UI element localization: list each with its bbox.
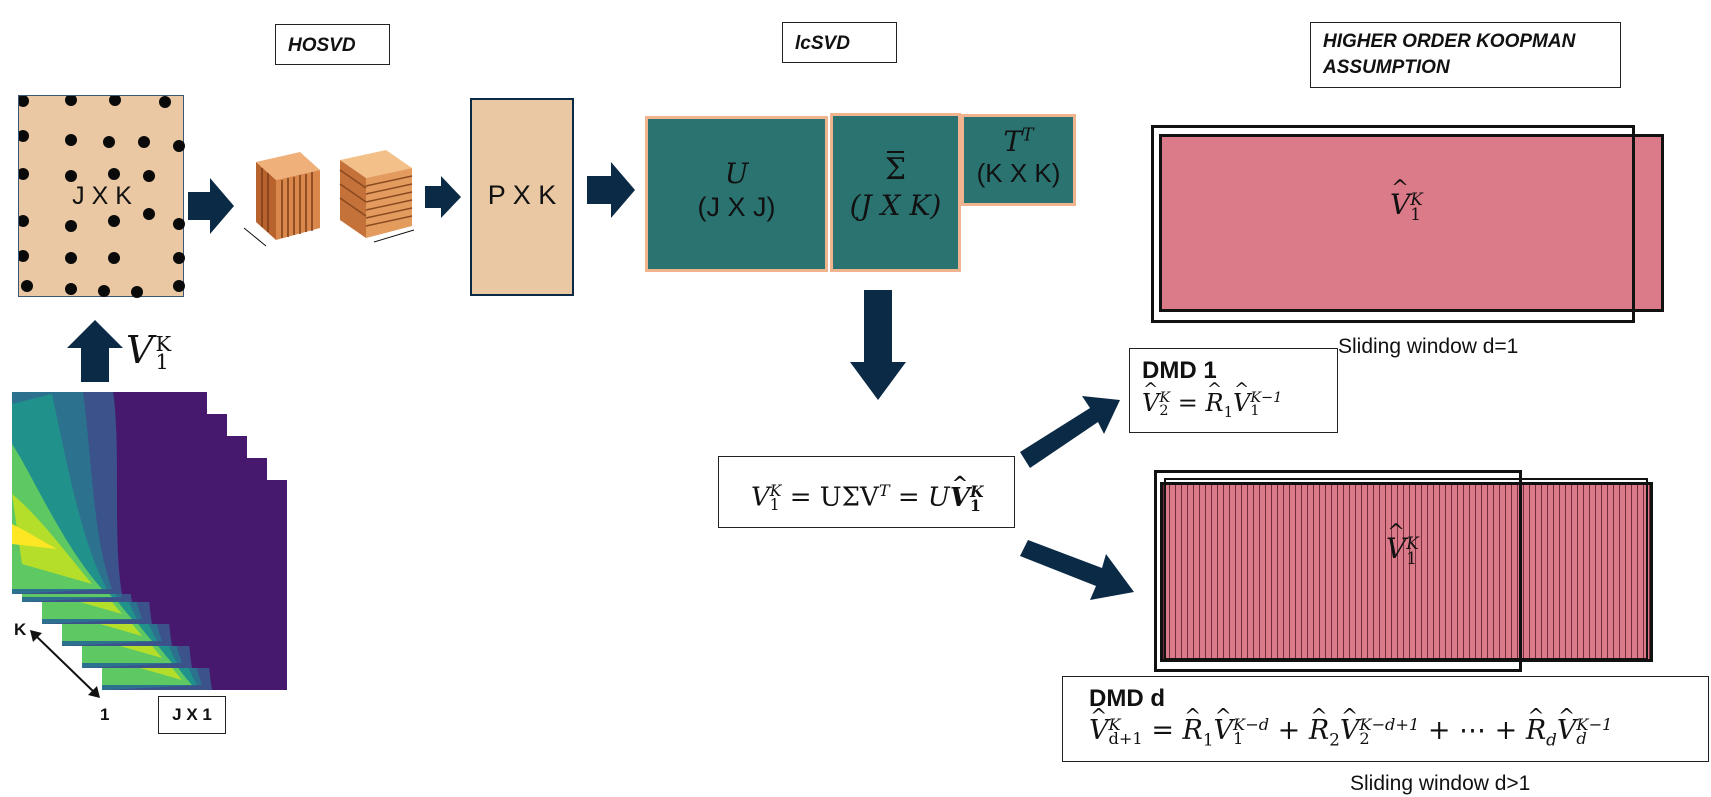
window-d1-sub: 1 (1410, 203, 1421, 224)
dmdd-t1-sub: 1 (1233, 728, 1244, 748)
dmd1-box: DMD 1 VK2 = R1VK−11 (1129, 348, 1338, 433)
dmd1-eq: = (1170, 389, 1206, 417)
dmdd-lhs-v: V (1089, 715, 1109, 746)
dmdd-t2-sup: K−d+1 (1359, 714, 1420, 734)
dmd1-v2-sub: 2 (1159, 402, 1169, 419)
matrix-t-transpose: TT (K X K) (961, 114, 1076, 206)
axis-k-label: K (14, 620, 27, 639)
dmd1-v1-sup: K−1 (1250, 390, 1283, 407)
arrow-right-2 (425, 176, 461, 218)
window-dd-front (1160, 482, 1653, 662)
dmd1-v1-sub: 1 (1250, 402, 1260, 419)
dmdd-eq: = (1142, 715, 1183, 746)
eq-mid-sup: T (878, 481, 890, 500)
window-dd-overlay (1154, 470, 1522, 672)
dmdd-td-v: V (1557, 715, 1577, 746)
dmdd-t1-sup: K−d (1233, 714, 1270, 734)
matrix-pxk: P X K (470, 98, 574, 296)
tensor-cube-2 (339, 150, 415, 243)
eq-lhs-sup: K (769, 482, 782, 501)
matrix-u: U (J X J) (645, 116, 828, 272)
eq-rhs-v: V (950, 483, 970, 513)
v1k-sub: 1 (155, 349, 169, 374)
dmdd-rd: R (1526, 715, 1546, 746)
eq-rhs-sub: 1 (970, 495, 981, 515)
arrow-down (850, 290, 906, 400)
dmdd-plus: + (1269, 715, 1309, 746)
t-symbol: T (1003, 125, 1023, 158)
window-dd-v: V (1386, 532, 1406, 565)
matrix-sigma: Σ (J X K) (830, 113, 961, 272)
dmdd-rd-sub: d (1546, 729, 1557, 750)
hok-label: HIGHER ORDER KOOPMAN ASSUMPTION (1310, 22, 1621, 88)
eq-mid: = UΣV (781, 482, 879, 513)
sigma-symbol: Σ (884, 150, 907, 187)
dmdd-title: DMD d (1089, 685, 1165, 712)
arrow-up (67, 320, 123, 382)
arrow-to-dmdd (1020, 540, 1134, 600)
v1k-sup: K (155, 331, 172, 356)
eq-eq2: = U (889, 482, 950, 513)
axis-k-arrow (30, 630, 100, 698)
dmdd-lhs-sub: d+1 (1108, 728, 1143, 748)
arrow-right-3 (587, 162, 635, 218)
dmdd-lhs-sup: K (1108, 714, 1121, 734)
dmdd-dots: + ⋯ + (1419, 715, 1526, 746)
arrow-right-1 (188, 178, 234, 234)
dmdd-r1-sub: 1 (1202, 729, 1214, 750)
sensor-dots (19, 96, 185, 298)
window-d1-v: V (1390, 188, 1410, 221)
dmdd-td-sup: K−1 (1576, 714, 1613, 734)
u-symbol: U (724, 157, 749, 190)
dmdd-r2-sub: 2 (1329, 729, 1340, 750)
svd-equation-box: VK1 = UΣVT = UVK1 (718, 456, 1015, 528)
jxk-label: J X K (72, 182, 132, 210)
window-d1-caption: Sliding window d=1 (1338, 335, 1519, 358)
window-d1-vlabel: VK1 (1390, 188, 1423, 224)
hok-line1: HIGHER ORDER KOOPMAN (1323, 31, 1576, 52)
dmdd-r2: R (1309, 715, 1329, 746)
snapshot-matrix-jxk: J X K (18, 95, 185, 298)
jx1-label-box: J X 1 (158, 696, 226, 734)
axis-1-label: 1 (100, 705, 110, 724)
dmdd-td-sub: d (1576, 728, 1587, 748)
window-d1-overlay (1151, 125, 1635, 323)
window-dd-mid (1164, 478, 1648, 660)
eq-lhs-v: V (751, 482, 770, 513)
dmdd-r1: R (1183, 715, 1203, 746)
dmd1-r-sub: 1 (1223, 402, 1234, 421)
lcsvd-label: lcSVD (782, 22, 897, 63)
window-d1-sup: K (1410, 189, 1423, 210)
hosvd-label: HOSVD (275, 24, 390, 65)
hosvd-label-text: HOSVD (288, 35, 356, 56)
dmd1-v1: V (1233, 389, 1250, 417)
window-dd-caption: Sliding window d>1 (1350, 772, 1531, 795)
window-dd-sup: K (1406, 533, 1419, 554)
dmd1-v2: V (1142, 389, 1159, 417)
dmdd-t2-v: V (1340, 715, 1360, 746)
eq-lhs-sub: 1 (769, 495, 780, 514)
dmd1-r: R (1205, 389, 1223, 417)
u-dims: (J X J) (697, 192, 776, 222)
hok-line2: ASSUMPTION (1323, 57, 1450, 78)
eq-rhs-sup: K (970, 482, 984, 502)
v1k-symbol: V (126, 328, 154, 372)
t-superscript: T (1022, 125, 1034, 146)
window-dd-vlabel: VK1 (1386, 532, 1419, 568)
tensor-cube-1 (243, 152, 320, 247)
arrow-to-dmd1 (1020, 396, 1120, 468)
t-dims: (K X K) (976, 158, 1061, 188)
dmd1-v2-sup: K (1159, 390, 1171, 407)
dmdd-t2-sub: 2 (1359, 728, 1370, 748)
lcsvd-label-text: lcSVD (795, 33, 850, 54)
dmdd-box: DMD d VKd+1 = R1VK−d1 + R2VK−d+12 + ⋯ + … (1062, 676, 1709, 762)
pxk-label: P X K (487, 180, 557, 210)
window-d1-front (1159, 134, 1664, 312)
sigma-dims: (J X K) (849, 189, 942, 222)
jx1-label: J X 1 (172, 705, 212, 724)
window-dd-sub: 1 (1406, 547, 1417, 568)
dmdd-t1-v: V (1214, 715, 1234, 746)
